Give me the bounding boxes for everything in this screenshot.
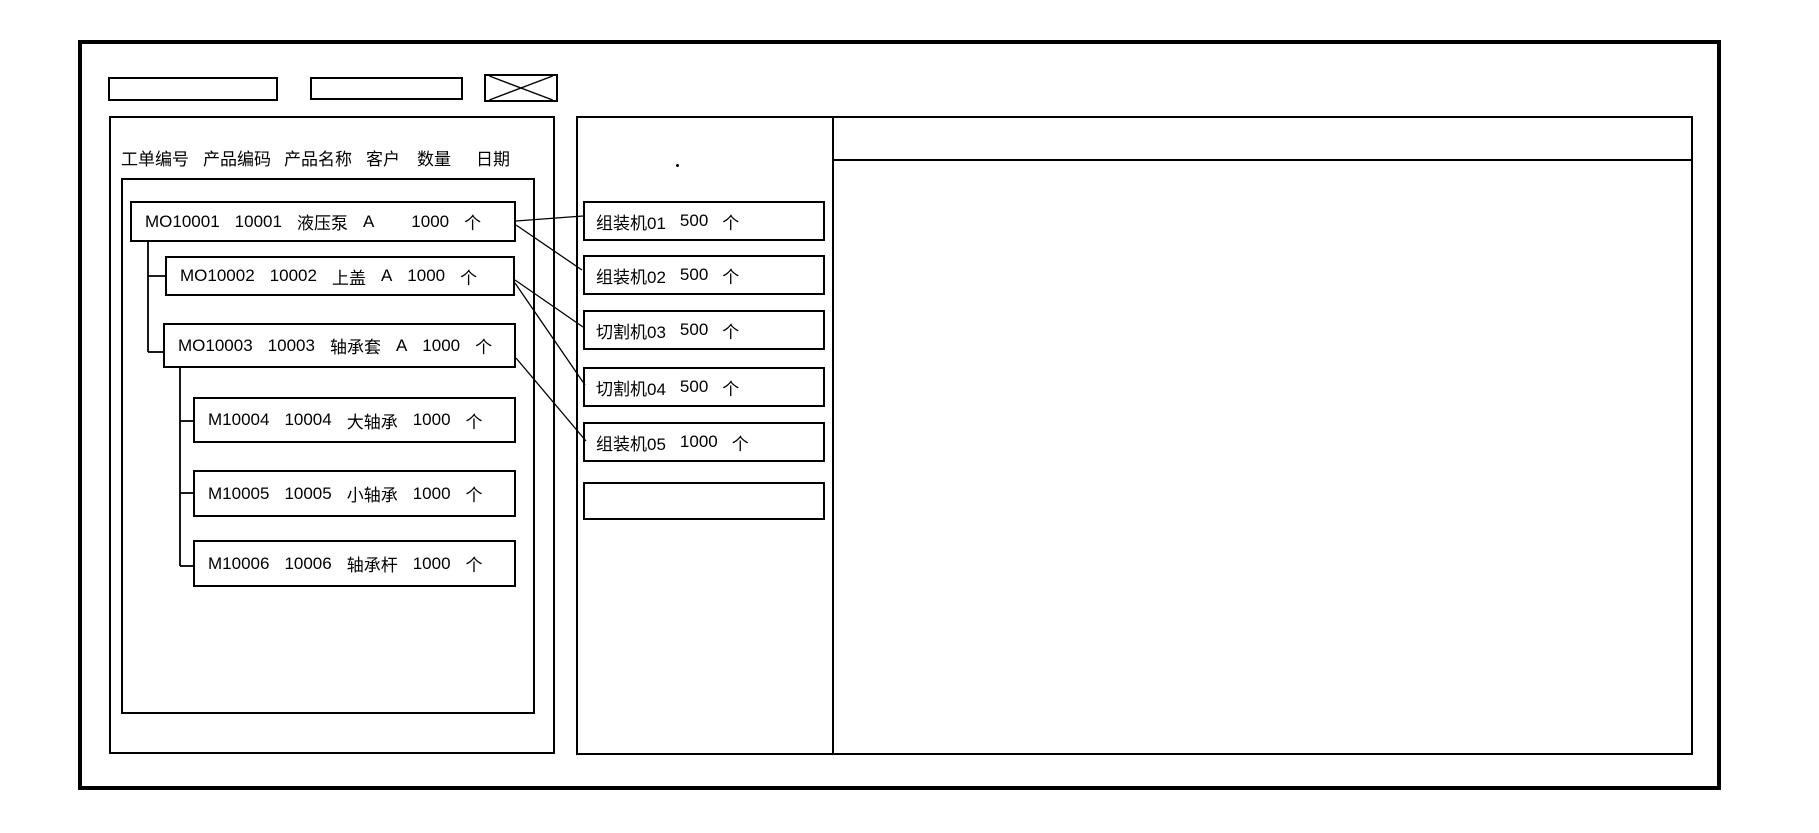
machine-quantity: 500 <box>679 265 709 284</box>
product-code: 10006 <box>284 553 332 573</box>
unit: 个 <box>464 214 482 233</box>
order-id: MO10001 <box>145 211 220 231</box>
detail-panel <box>832 116 1693 755</box>
order-id: M10005 <box>208 483 270 503</box>
unit: 个 <box>475 338 493 357</box>
order-id: MO10002 <box>180 266 255 285</box>
column-header-customer: 客户 <box>366 150 400 169</box>
product-code: 10001 <box>234 211 282 231</box>
machine-node-01[interactable]: 组装机01 500 个 <box>583 201 825 241</box>
machine-node-02[interactable]: 组装机02 500 个 <box>583 255 825 295</box>
unit: 个 <box>465 486 483 505</box>
customer: A <box>395 335 408 355</box>
column-header-product-code: 产品编码 <box>203 150 271 169</box>
machine-node-03[interactable]: 切割机03 500 个 <box>583 310 825 350</box>
quantity: 1000 <box>422 335 461 355</box>
detail-panel-header-divider <box>834 159 1691 161</box>
machine-node-05[interactable]: 组装机05 1000 个 <box>583 422 825 462</box>
quantity: 1000 <box>412 553 451 573</box>
machine-unit: 个 <box>722 379 740 399</box>
product-code: 10005 <box>284 483 332 503</box>
work-order-node-m10006[interactable]: M10006 10006 轴承杆 1000 个 <box>193 540 516 587</box>
machine-quantity: 500 <box>679 377 709 396</box>
column-header-row: 工单编号 产品编码 产品名称 客户 数量 日期 <box>0 145 555 169</box>
machine-unit: 个 <box>722 322 740 342</box>
customer: A <box>362 211 375 231</box>
work-order-node-mo10002[interactable]: MO10002 10002 上盖 A 1000 个 <box>165 256 515 296</box>
product-name: 轴承杆 <box>346 556 398 575</box>
machine-node-04[interactable]: 切割机04 500 个 <box>583 367 825 407</box>
order-id: M10004 <box>208 410 270 429</box>
column-header-order-id: 工单编号 <box>121 150 189 169</box>
product-code: 10004 <box>284 410 332 429</box>
column-header-quantity: 数量 <box>417 150 451 169</box>
product-name: 轴承套 <box>329 338 381 357</box>
quantity: 1000 <box>407 266 446 285</box>
toolbar-field-2[interactable] <box>310 77 463 100</box>
unit: 个 <box>465 412 483 432</box>
column-header-product-name: 产品名称 <box>284 150 352 169</box>
product-code: 10003 <box>267 335 315 355</box>
work-order-node-mo10001[interactable]: MO10001 10001 液压泵 A 1000 个 <box>130 201 516 242</box>
customer: A <box>380 266 393 285</box>
unit: 个 <box>460 268 478 288</box>
machine-unit: 个 <box>722 213 740 233</box>
machine-unit: 个 <box>722 267 740 287</box>
machine-node-empty[interactable] <box>583 482 825 520</box>
product-name: 上盖 <box>331 268 366 288</box>
quantity: 1000 <box>412 410 451 429</box>
close-button[interactable] <box>484 74 558 102</box>
quantity: 1000 <box>411 211 450 231</box>
work-order-node-mo10003[interactable]: MO10003 10003 轴承套 A 1000 个 <box>163 323 516 368</box>
product-name: 液压泵 <box>296 214 348 233</box>
product-code: 10002 <box>269 266 317 285</box>
order-id: M10006 <box>208 553 270 573</box>
unit: 个 <box>465 556 483 575</box>
product-name: 大轴承 <box>346 412 398 432</box>
machine-quantity: 500 <box>679 211 709 230</box>
order-id: MO10003 <box>178 335 253 355</box>
product-name: 小轴承 <box>346 486 398 505</box>
machine-quantity: 1000 <box>679 432 718 451</box>
toolbar-field-1[interactable] <box>108 77 278 101</box>
machine-name: 组装机02 <box>596 267 666 287</box>
work-order-node-m10004[interactable]: M10004 10004 大轴承 1000 个 <box>193 397 516 443</box>
column-header-date: 日期 <box>476 150 510 169</box>
machine-name: 组装机01 <box>596 213 666 233</box>
x-cross-icon <box>489 76 553 100</box>
dot-mark <box>676 164 679 167</box>
quantity: 1000 <box>412 483 451 503</box>
machine-name: 切割机04 <box>596 379 666 399</box>
machine-quantity: 500 <box>679 320 709 339</box>
machine-unit: 个 <box>731 434 749 454</box>
machine-name: 组装机05 <box>596 434 666 454</box>
work-order-node-m10005[interactable]: M10005 10005 小轴承 1000 个 <box>193 470 516 517</box>
machine-name: 切割机03 <box>596 322 666 342</box>
